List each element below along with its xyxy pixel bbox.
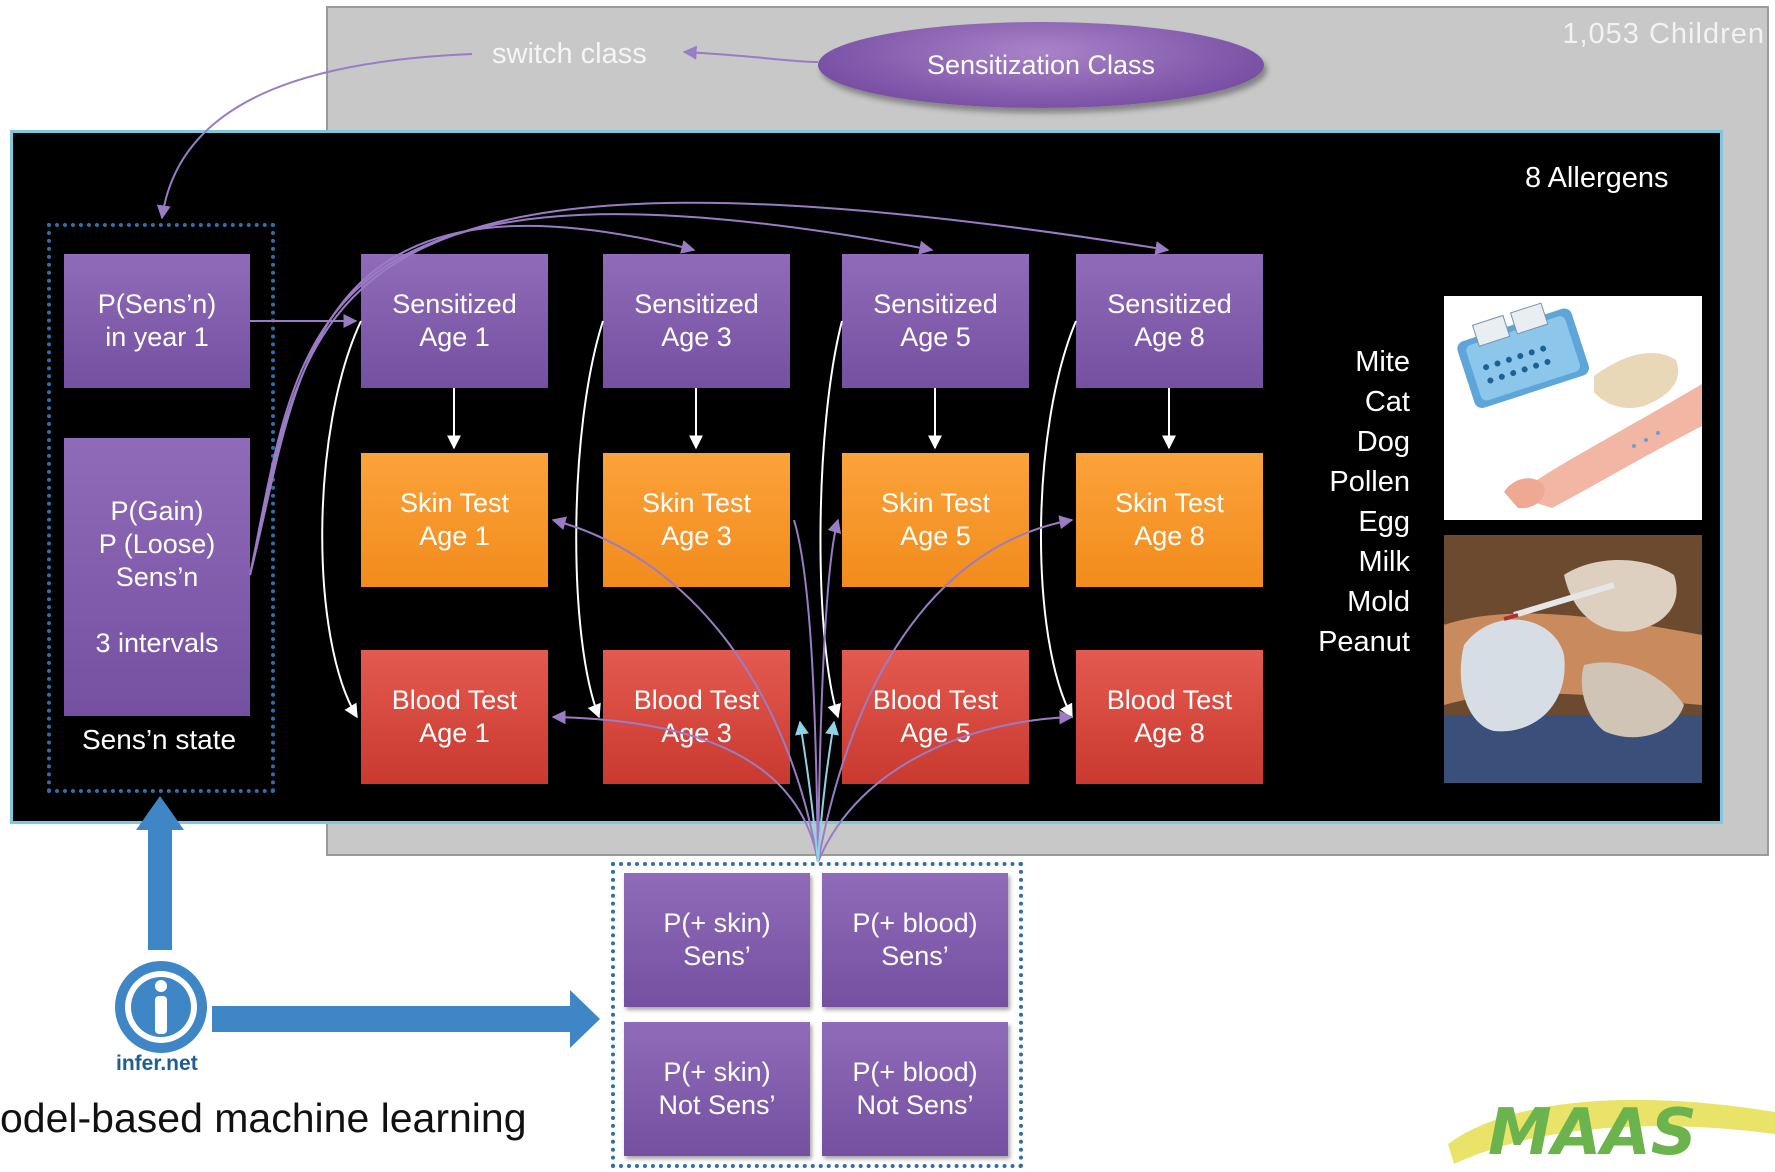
- node-line: Blood Test: [872, 685, 999, 715]
- node-line: Age 1: [419, 718, 490, 748]
- skin-test-age-3-node: Skin Test Age 3: [603, 453, 790, 587]
- node-line: Skin Test: [880, 488, 991, 518]
- skin-test-age-8-node: Skin Test Age 8: [1076, 453, 1263, 587]
- allergen-item: Mold: [1347, 586, 1410, 618]
- allergen-item: Cat: [1364, 386, 1410, 418]
- initial-sensitization-line1: P(Sens’n): [97, 289, 217, 319]
- node-line: Age 5: [900, 521, 971, 551]
- transition-line1: P(Gain): [110, 495, 204, 526]
- allergen-item: Pollen: [1329, 466, 1410, 498]
- node-line: Age 3: [661, 521, 732, 551]
- sensitization-class-label: Sensitization Class: [926, 49, 1156, 80]
- infer-net-label: infer.net: [116, 1052, 198, 1075]
- skin-positive-not-sensitized-node: P(+ skin) Not Sens’: [624, 1022, 810, 1156]
- sensitized-age-1-node: Sensitized Age 1: [361, 254, 548, 388]
- node-line: Sensitized: [634, 289, 759, 319]
- skin-test-age-5-node: Skin Test Age 5: [842, 453, 1029, 587]
- blood-test-age-5-node: Blood Test Age 5: [842, 650, 1029, 784]
- transition-line3: Sens’n: [115, 561, 199, 592]
- blood-positive-not-sensitized-node: P(+ blood) Not Sens’: [822, 1022, 1008, 1156]
- sensitized-age-5-node: Sensitized Age 5: [842, 254, 1029, 388]
- node-line: Not Sens’: [856, 1090, 974, 1120]
- blood-test-age-3-node: Blood Test Age 3: [603, 650, 790, 784]
- sensitized-age-8-node: Sensitized Age 8: [1076, 254, 1263, 388]
- skin-positive-sensitized-node: P(+ skin) Sens’: [624, 873, 810, 1007]
- allergen-item: Milk: [1358, 546, 1410, 578]
- node-line: Age 5: [900, 718, 971, 748]
- infer-net-logo-icon: [115, 961, 207, 1053]
- blood-test-age-1-node: Blood Test Age 1: [361, 650, 548, 784]
- node-line: Age 8: [1134, 718, 1205, 748]
- allergen-plate-title: 8 Allergens: [1525, 162, 1669, 194]
- skin-test-age-1-node: Skin Test Age 1: [361, 453, 548, 587]
- node-line: Age 3: [661, 322, 732, 352]
- blood-positive-sensitized-node: P(+ blood) Sens’: [822, 873, 1008, 1007]
- node-line: Blood Test: [391, 685, 518, 715]
- node-line: Blood Test: [633, 685, 760, 715]
- skin-prick-test-illustration: [1444, 296, 1702, 520]
- allergen-item: Dog: [1356, 426, 1410, 458]
- node-line: Sens’: [881, 941, 949, 971]
- node-line: Age 5: [900, 322, 971, 352]
- node-line: Age 3: [661, 718, 732, 748]
- svg-text:MAAS: MAAS: [1488, 1096, 1697, 1170]
- switch-class-label: switch class: [492, 38, 647, 70]
- sensitized-age-3-node: Sensitized Age 3: [603, 254, 790, 388]
- node-line: Sens’: [683, 941, 751, 971]
- maas-logo: MAAS: [1448, 1096, 1775, 1170]
- observation-arrows: [321, 320, 1176, 719]
- node-line: Skin Test: [641, 488, 752, 518]
- class-switch-arrows: [156, 45, 819, 220]
- sensitization-state-group: [47, 223, 275, 793]
- node-line: Age 8: [1134, 322, 1205, 352]
- node-line: Skin Test: [1114, 488, 1225, 518]
- node-line: Age 8: [1134, 521, 1205, 551]
- transition-arrows: [249, 201, 1170, 576]
- node-line: P(+ blood): [852, 1057, 978, 1087]
- slide-caption: odel-based machine learning: [0, 1095, 527, 1141]
- transition-probability-node: P(Gain) P (Loose) Sens’n 3 intervals: [64, 438, 250, 716]
- allergen-list: Mite Cat Dog Pollen Egg Milk Mold Peanut: [1318, 342, 1410, 662]
- allergen-item: Peanut: [1318, 626, 1410, 658]
- sensitization-state-label: Sens’n state: [82, 724, 237, 755]
- blood-test-age-8-node: Blood Test Age 8: [1076, 650, 1263, 784]
- node-line: P(+ blood): [852, 908, 978, 938]
- initial-sensitization-line2: in year 1: [105, 322, 209, 352]
- allergen-item: Egg: [1358, 506, 1410, 538]
- population-label: 1,053 Children: [1562, 18, 1765, 50]
- parameter-arrows: [551, 515, 1074, 863]
- blood-draw-photo: [1444, 535, 1702, 783]
- node-line: Blood Test: [1106, 685, 1233, 715]
- transition-line5: 3 intervals: [95, 627, 219, 658]
- node-line: Age 1: [419, 322, 490, 352]
- parameter-arrows-cyan: [795, 720, 839, 863]
- test-parameter-group: [611, 862, 1023, 1168]
- node-line: P(+ skin): [663, 1057, 771, 1087]
- node-line: Not Sens’: [658, 1090, 776, 1120]
- initial-sensitization-node: P(Sens’n) in year 1: [64, 254, 250, 388]
- transition-line2: P (Loose): [98, 528, 216, 559]
- node-line: Age 1: [419, 521, 490, 551]
- node-line: Sensitized: [1107, 289, 1232, 319]
- inference-arrows: [136, 796, 600, 1048]
- node-line: Sensitized: [392, 289, 517, 319]
- node-line: P(+ skin): [663, 908, 771, 938]
- allergen-item: Mite: [1355, 346, 1410, 378]
- node-line: Skin Test: [399, 488, 510, 518]
- sensitization-class-node: Sensitization Class: [818, 22, 1264, 108]
- node-line: Sensitized: [873, 289, 998, 319]
